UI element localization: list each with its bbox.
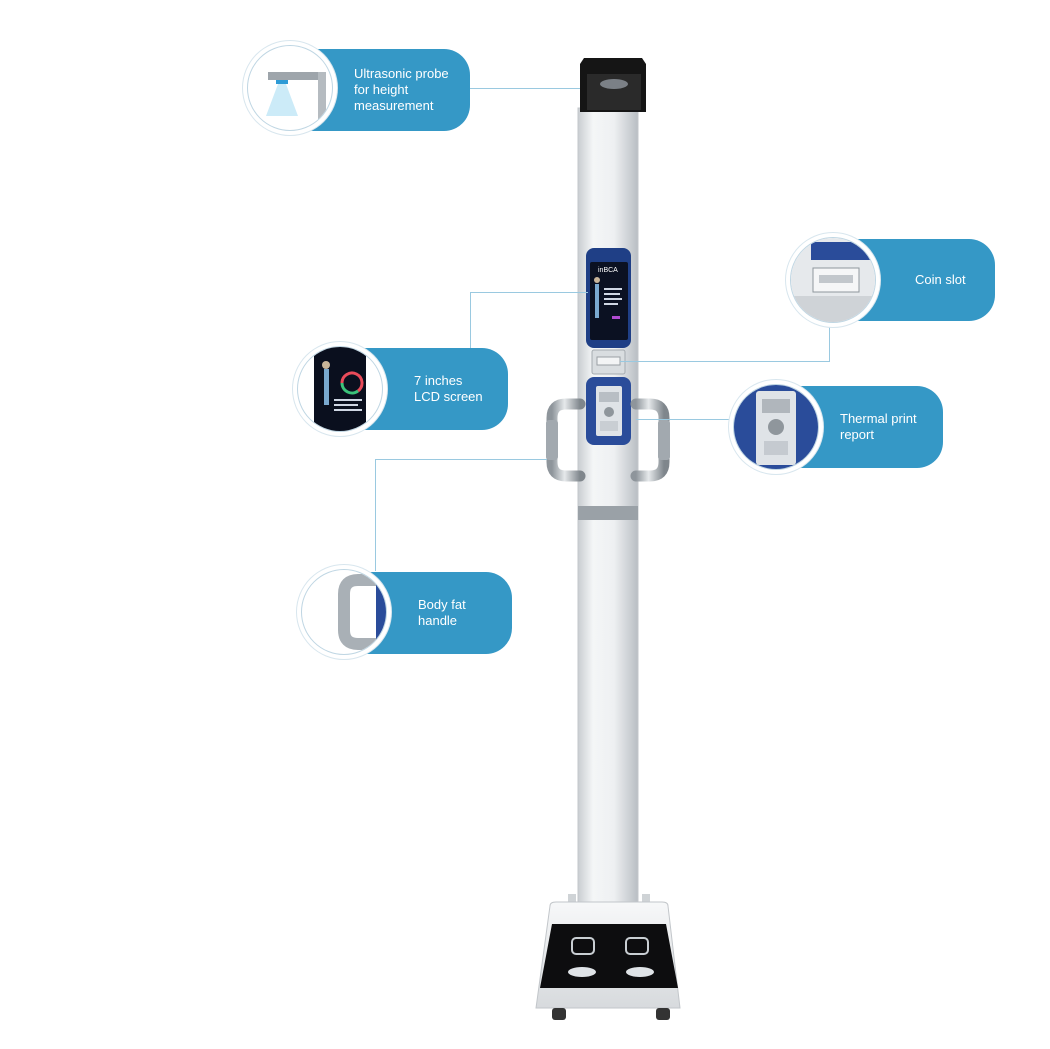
leader-thermal [636, 419, 736, 420]
lcd-panel [586, 248, 631, 348]
callout-text: Thermal print report [840, 411, 917, 442]
lcd-brand: inBCA [598, 267, 618, 274]
ultrasonic-probe-head [580, 58, 646, 112]
thermal-printer [591, 349, 626, 375]
thermal-printer-icon [733, 384, 819, 470]
column [577, 107, 639, 914]
leader-coin-v [829, 318, 830, 362]
leader-lcd-h [470, 292, 588, 293]
callout-text: Coin slot [915, 272, 966, 287]
ultrasonic-probe-icon [247, 45, 333, 131]
handle-icon [301, 569, 387, 655]
leader-coin-h [620, 361, 830, 362]
callout-text: Ultrasonic probe for height measurement [354, 66, 449, 113]
weighing-platform [535, 894, 681, 1020]
coin-slot-icon [790, 237, 876, 323]
leader-probe [470, 88, 580, 89]
body-fat-handles [546, 398, 670, 482]
leader-handle-h [375, 459, 547, 460]
leader-lcd-v [470, 292, 471, 350]
leader-handle-v [375, 459, 376, 571]
callout-text: Body fat handle [418, 597, 466, 628]
lcd-screen-icon [297, 346, 383, 432]
coin-acceptor [586, 377, 631, 445]
callout-text: 7 inches LCD screen [414, 373, 483, 404]
